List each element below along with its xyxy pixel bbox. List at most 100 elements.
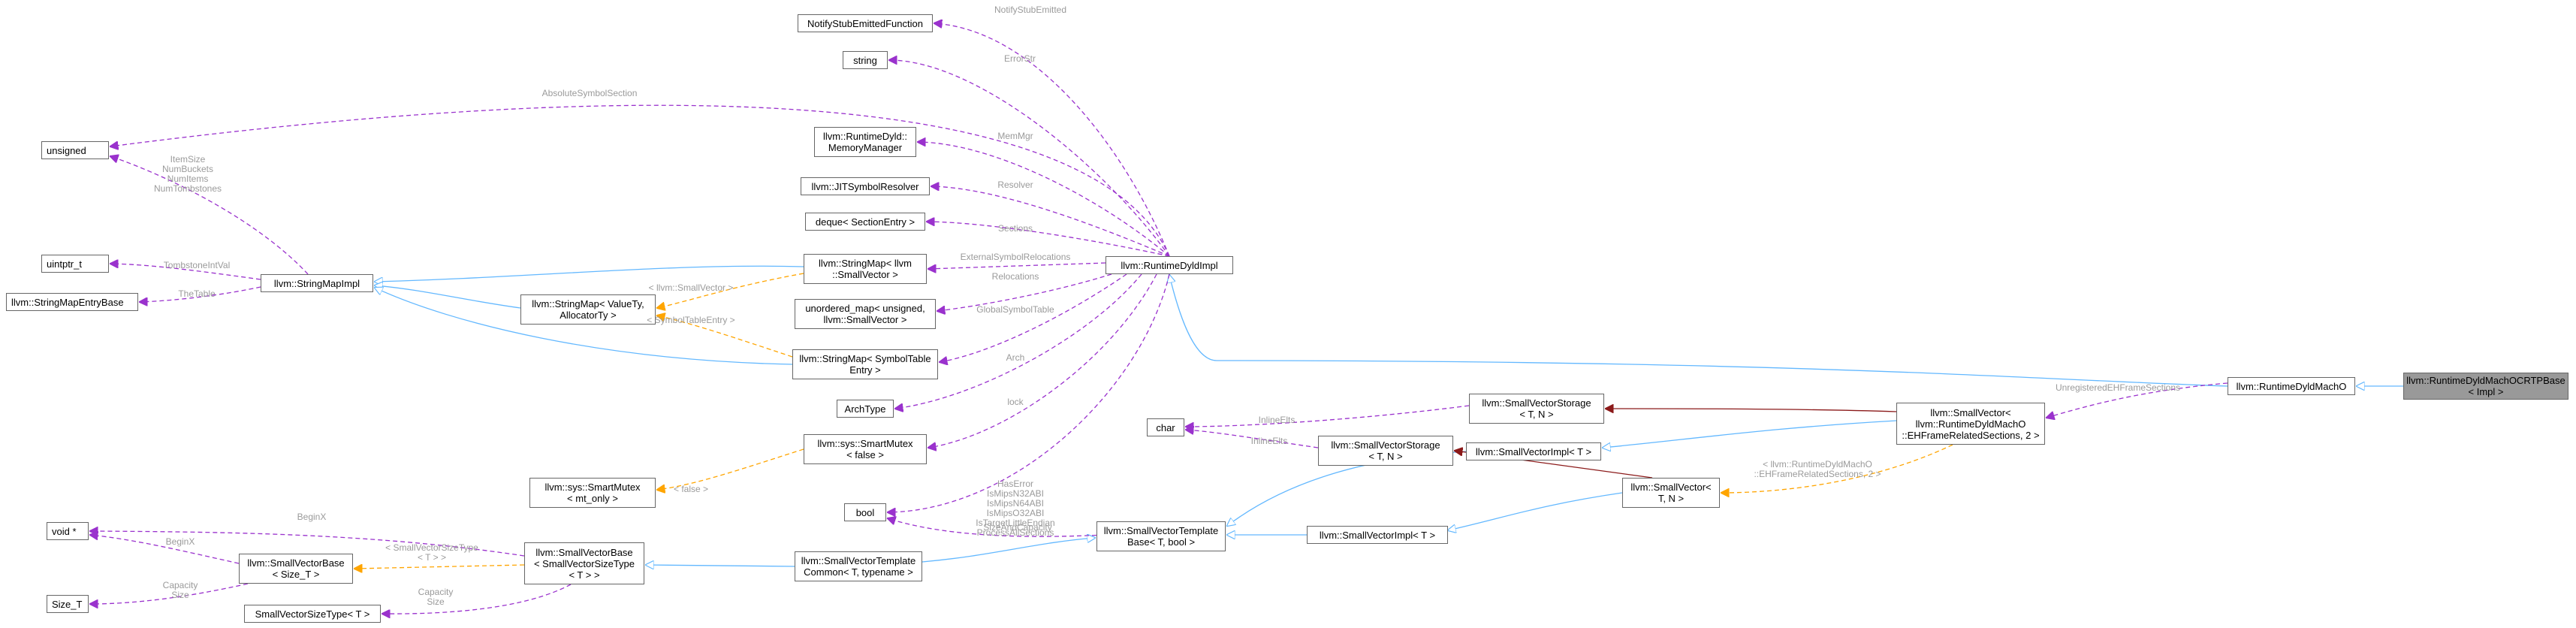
node-label-line: llvm::sys::SmartMutex bbox=[544, 482, 641, 493]
edge-label-line: HasError bbox=[997, 479, 1033, 489]
node-bool[interactable]: bool bbox=[844, 503, 886, 521]
node-label-line: llvm::RuntimeDyldMachO bbox=[1915, 418, 2026, 430]
node-label-line: llvm::RuntimeDyld:: bbox=[823, 131, 907, 142]
node-label-line: char bbox=[1156, 421, 1175, 433]
edge-label-line: UnregisteredEHFrameSections bbox=[2055, 382, 2181, 393]
node-smimpl[interactable]: llvm::StringMapImpl bbox=[261, 274, 373, 292]
edge-label-line: < SmallVectorSizeType bbox=[385, 542, 478, 553]
node-label-line: llvm::StringMap< SymbolTable bbox=[799, 353, 931, 364]
edge-label-beginx1: BeginX bbox=[297, 512, 327, 522]
edge-label-line: Capacity bbox=[162, 580, 198, 590]
node-label-line: NotifyStubEmittedFunction bbox=[807, 17, 923, 29]
node-label-line: unsigned bbox=[47, 144, 86, 156]
edge-globsym bbox=[940, 273, 1127, 362]
edge-unreg bbox=[2047, 382, 2228, 418]
edge-label-unreg: UnregisteredEHFrameSections bbox=[2056, 383, 2180, 393]
node-label-line: llvm::RuntimeDyldMachOCRTPBase bbox=[2406, 375, 2565, 386]
edge-label-tmpl-sv: < llvm::SmallVector > bbox=[649, 283, 734, 293]
node-jitsym[interactable]: llvm::JITSymbolResolver bbox=[801, 177, 930, 195]
edge-relocs bbox=[937, 273, 1112, 311]
node-label-line: < mt_only > bbox=[567, 493, 618, 504]
node-umap[interactable]: unordered_map< unsigned,llvm::SmallVecto… bbox=[795, 299, 936, 329]
node-svbase-size[interactable]: llvm::SmallVectorBase< Size_T > bbox=[239, 554, 353, 584]
node-memmgr[interactable]: llvm::RuntimeDyld::MemoryManager bbox=[814, 127, 916, 157]
node-label-line: llvm::JITSymbolResolver bbox=[811, 180, 919, 192]
node-rdimpl[interactable]: llvm::RuntimeDyldImpl bbox=[1106, 256, 1233, 274]
node-deque[interactable]: deque< SectionEntry > bbox=[805, 213, 925, 231]
node-uintptr[interactable]: uintptr_t bbox=[41, 255, 109, 273]
node-smeb[interactable]: llvm::StringMapEntryBase bbox=[6, 293, 138, 311]
edge-label-line: NumBuckets bbox=[161, 164, 214, 174]
edge-label-tmpl-ste: < SymbolTableEntry > bbox=[647, 316, 734, 325]
node-label-line: llvm::SmallVectorBase bbox=[535, 546, 633, 558]
edge-itemsize bbox=[110, 156, 309, 275]
edge-label-line: < llvm::SmallVector > bbox=[648, 282, 734, 293]
edge-label-absym: AbsoluteSymbolSection bbox=[542, 89, 638, 98]
node-svsizetype[interactable]: SmallVectorSizeType< T > bbox=[244, 605, 381, 623]
node-mutex-false[interactable]: llvm::sys::SmartMutex< false > bbox=[804, 434, 927, 464]
node-label-line: llvm::SmallVectorTemplate bbox=[801, 555, 916, 566]
node-rdmacho[interactable]: llvm::RuntimeDyldMachO bbox=[2228, 377, 2355, 395]
node-svimpl-t1[interactable]: llvm::SmallVectorImpl< T > bbox=[1466, 442, 1601, 460]
edge-label-line: Size bbox=[171, 590, 189, 600]
edge-label-line: lock bbox=[1007, 397, 1024, 407]
node-current[interactable]: llvm::RuntimeDyldMachOCRTPBase< Impl > bbox=[2403, 373, 2568, 400]
edge-svtn-svimpl2 bbox=[1448, 492, 1623, 530]
edge-label-line: IsMipsN32ABI bbox=[986, 488, 1045, 499]
edge-label-line: < SymbolTableEntry > bbox=[647, 315, 735, 325]
node-svs-tn[interactable]: llvm::SmallVectorStorage< T, N > bbox=[1318, 436, 1453, 466]
node-label-line: llvm::SmallVector< bbox=[1630, 482, 1712, 493]
node-svs-ehfr[interactable]: llvm::SmallVectorStorage< T, N > bbox=[1469, 394, 1604, 424]
node-label-line: llvm::SmallVectorImpl< T > bbox=[1475, 445, 1592, 457]
node-label-line: llvm::StringMap< llvm bbox=[819, 258, 912, 269]
edge-label-line: BeginX bbox=[165, 536, 195, 547]
node-label-line: llvm::StringMap< ValueTy, bbox=[532, 298, 644, 309]
node-svimpl-t2[interactable]: llvm::SmallVectorImpl< T > bbox=[1307, 526, 1448, 544]
edge-tmpl-false bbox=[657, 448, 804, 490]
node-label-line: uintptr_t bbox=[47, 258, 82, 270]
edge-beginx1 bbox=[90, 531, 525, 557]
node-label-line: unordered_map< unsigned, bbox=[805, 303, 925, 314]
node-unsigned[interactable]: unsigned bbox=[41, 141, 109, 159]
node-mutex-mt[interactable]: llvm::sys::SmartMutex< mt_only > bbox=[529, 478, 656, 508]
node-svbase[interactable]: llvm::SmallVectorBase< SmallVectorSizeTy… bbox=[524, 542, 644, 584]
node-string[interactable]: string bbox=[843, 51, 888, 69]
edge-label-line: SizeAndCapacity bbox=[983, 522, 1052, 533]
node-strmap-sv[interactable]: llvm::StringMap< llvm::SmallVector > bbox=[804, 254, 927, 284]
edge-label-sizecap: SizeAndCapacity bbox=[983, 523, 1051, 533]
edge-svbase-svtc bbox=[646, 565, 795, 566]
node-size-t[interactable]: Size_T bbox=[47, 595, 89, 613]
edge-label-line: IsTargetLittleEndian bbox=[976, 518, 1055, 528]
edge-notify bbox=[934, 23, 1170, 257]
edge-extsym bbox=[928, 262, 1106, 269]
node-label-line: llvm::SmallVectorImpl< T > bbox=[1319, 529, 1436, 541]
node-sv-ehfr[interactable]: llvm::SmallVector<llvm::RuntimeDyldMachO… bbox=[1896, 403, 2045, 445]
edge-label-line: BeginX bbox=[297, 512, 327, 522]
edge-sections bbox=[927, 222, 1170, 257]
node-archtype[interactable]: ArchType bbox=[837, 400, 894, 418]
edge-label-extsym: ExternalSymbolRelocations bbox=[961, 252, 1071, 262]
node-void[interactable]: void * bbox=[47, 522, 89, 540]
node-sv-tn[interactable]: llvm::SmallVector<T, N > bbox=[1622, 478, 1720, 508]
node-label-line: Entry > bbox=[849, 364, 881, 376]
edge-label-line: TombstoneIntVal bbox=[163, 260, 231, 270]
node-char[interactable]: char bbox=[1147, 418, 1184, 436]
node-strmap-vt[interactable]: llvm::StringMap< ValueTy,AllocatorTy > bbox=[520, 294, 656, 325]
node-label-line: llvm::SmallVectorBase bbox=[247, 557, 345, 569]
edge-label-line: Capacity bbox=[418, 587, 454, 597]
edge-label-line: < llvm::RuntimeDyldMachO bbox=[1763, 459, 1872, 469]
edge-label-line: ExternalSymbolRelocations bbox=[960, 252, 1071, 262]
edge-label-thetable: TheTable bbox=[178, 289, 215, 299]
edge-label-line: TheTable bbox=[178, 288, 216, 299]
edge-errstr bbox=[889, 60, 1170, 257]
edge-label-resolver: Resolver bbox=[997, 180, 1033, 190]
node-label-line: T, N > bbox=[1658, 493, 1685, 504]
node-notify[interactable]: NotifyStubEmittedFunction bbox=[798, 14, 933, 32]
edge-label-line: NotifyStubEmitted bbox=[994, 5, 1067, 15]
edge-label-line: Relocations bbox=[991, 271, 1039, 282]
